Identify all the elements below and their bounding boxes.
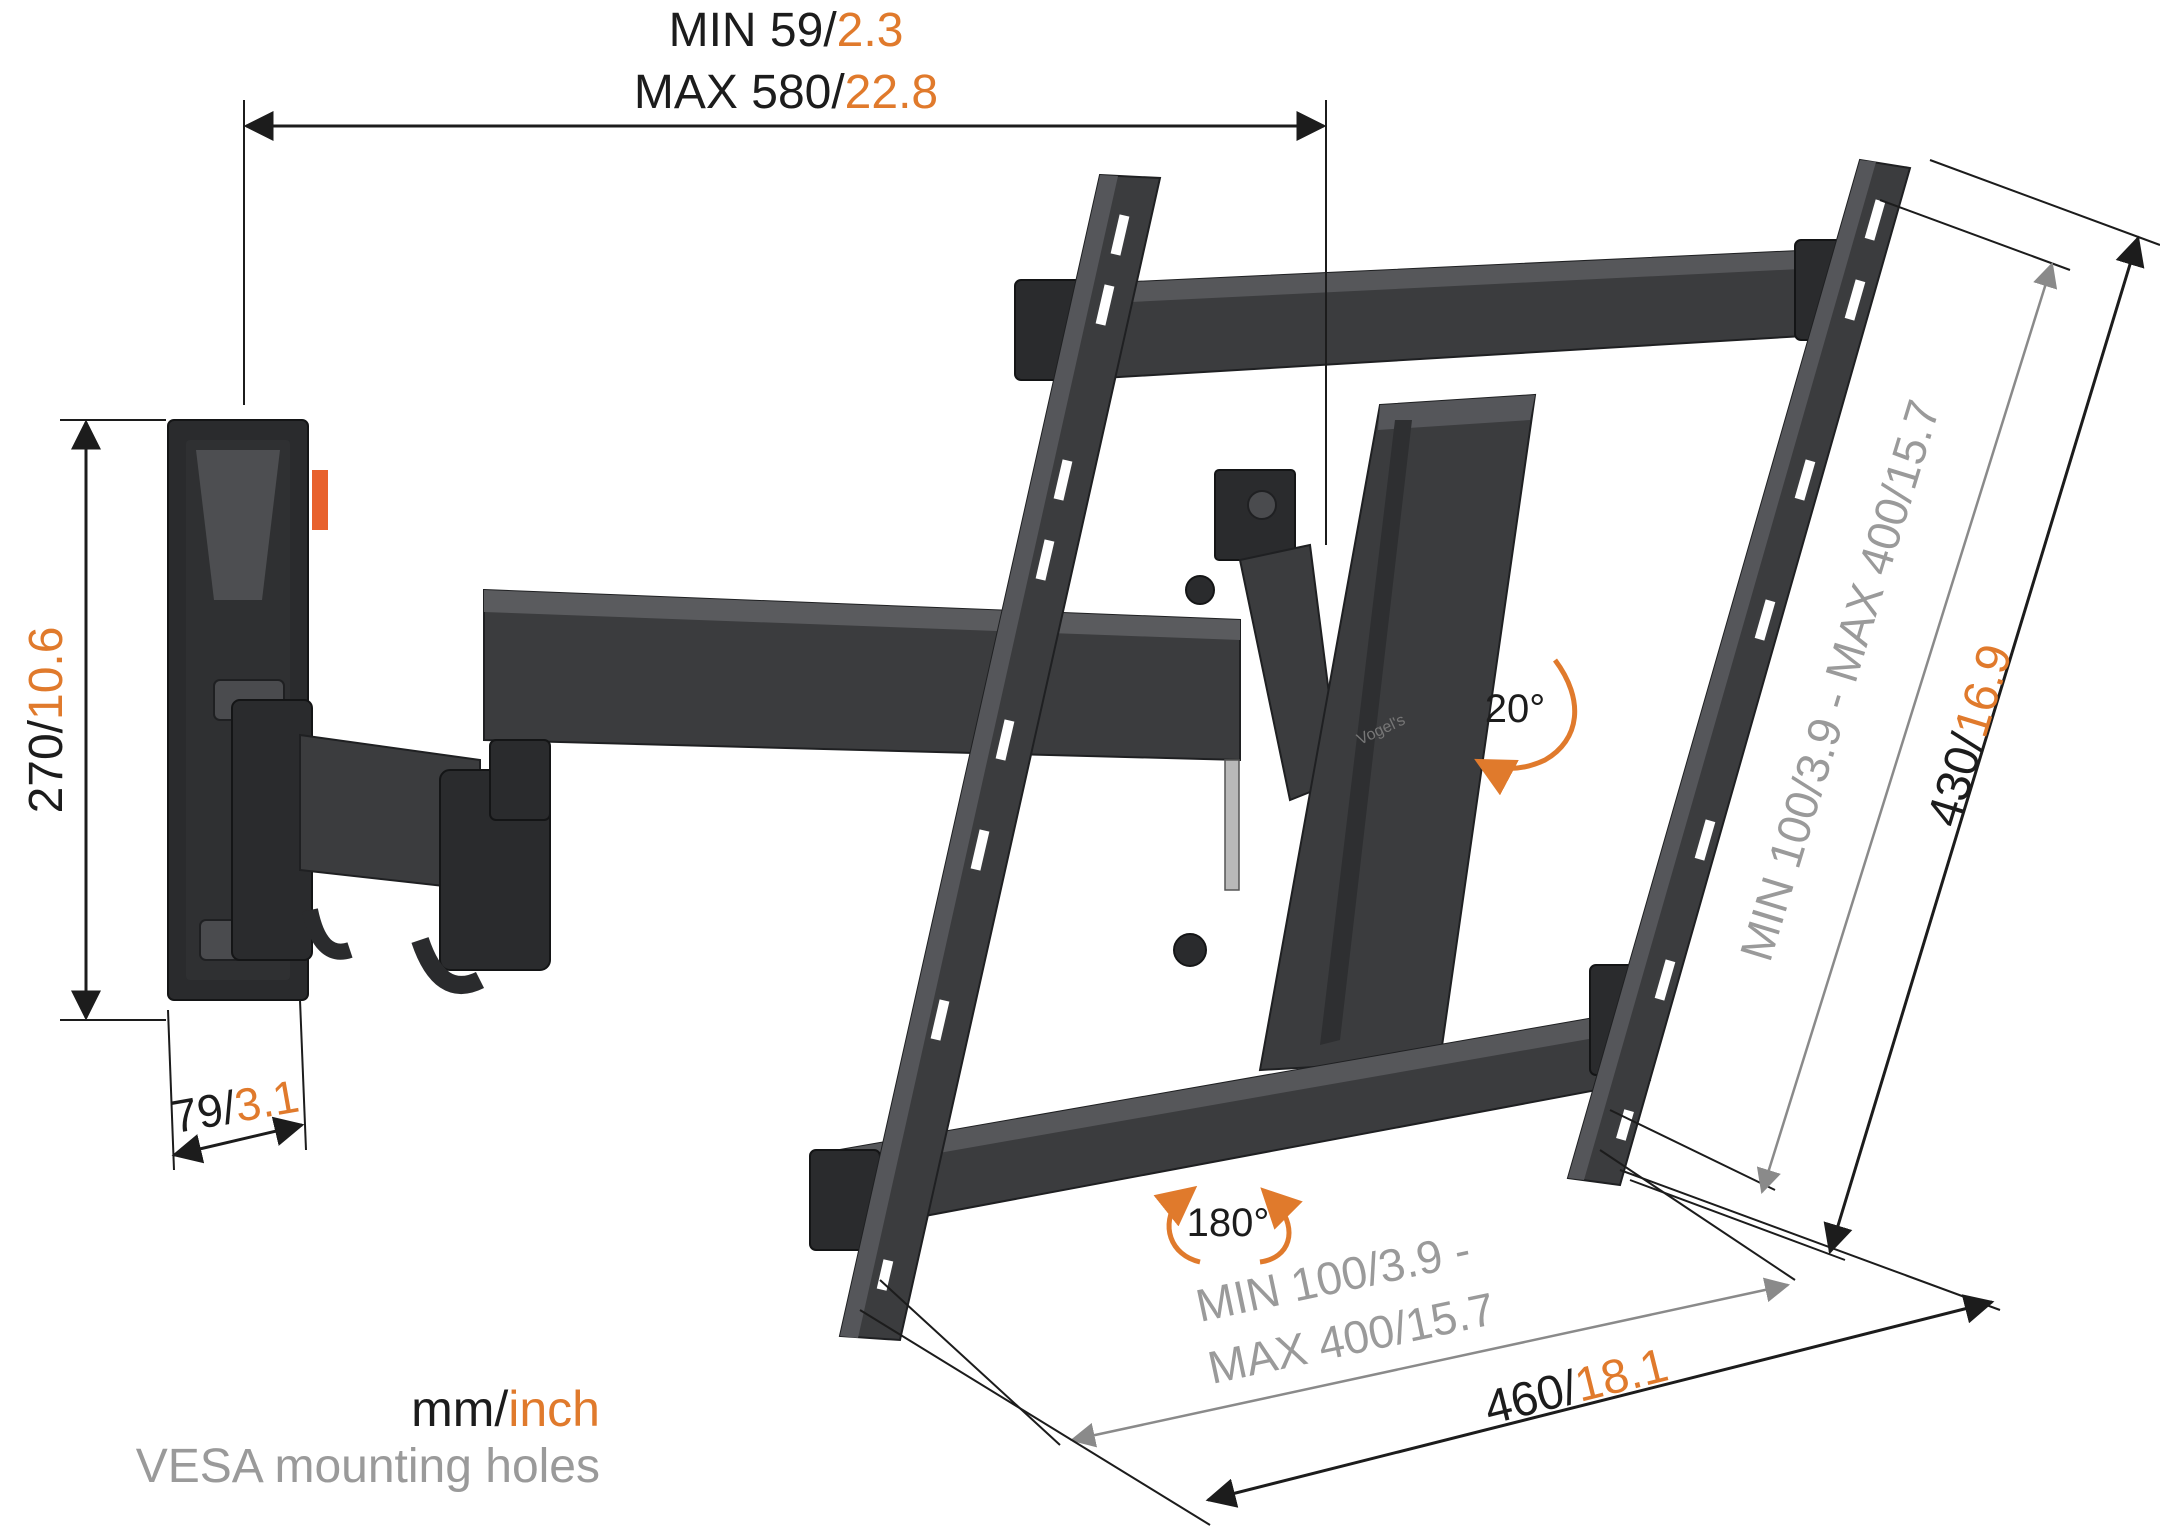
center-interface-bar: Vogel's	[1258, 393, 1537, 1072]
legend: mm/inch VESA mounting holes	[136, 1381, 600, 1493]
arm-extension-min-label: MIN 59/2.3	[669, 4, 904, 57]
tv-wall-mount-illustration: Vogel's	[167, 158, 1912, 1342]
interface-height-label: 430/16.9	[1918, 638, 2023, 832]
vesa-legend: VESA mounting holes	[136, 1440, 600, 1493]
wall-plate-width-label: 79/3.1	[168, 1070, 303, 1143]
arm-extension-max-label: MAX 580/22.8	[634, 66, 938, 119]
tilt-mechanism	[1173, 469, 1342, 967]
dimension-wall-plate-width: 79/3.1	[167, 999, 307, 1171]
interface-width-label: 460/18.1	[1479, 1339, 1673, 1436]
tilt-angle-label: 20°	[1485, 687, 1546, 731]
second-arm	[483, 588, 1241, 891]
tilt-arrow	[1474, 658, 1578, 796]
left-vertical-rail	[838, 173, 1162, 1342]
swivel-indicator: 180°	[1153, 1185, 1303, 1265]
wall-plate-orange-tab	[312, 470, 328, 530]
swivel-angle-label: 180°	[1187, 1201, 1270, 1245]
dimension-arm-extension: MIN 59/2.3 MAX 580/22.8	[243, 4, 1327, 545]
tilt-indicator: 20°	[1474, 658, 1578, 796]
dimension-interface-width: 460/18.1	[859, 1169, 2001, 1526]
dimension-wall-plate-height: 270/10.6	[20, 419, 166, 1021]
units-legend: mm/inch	[411, 1381, 600, 1437]
wall-plate-height-label: 270/10.6	[20, 627, 73, 814]
